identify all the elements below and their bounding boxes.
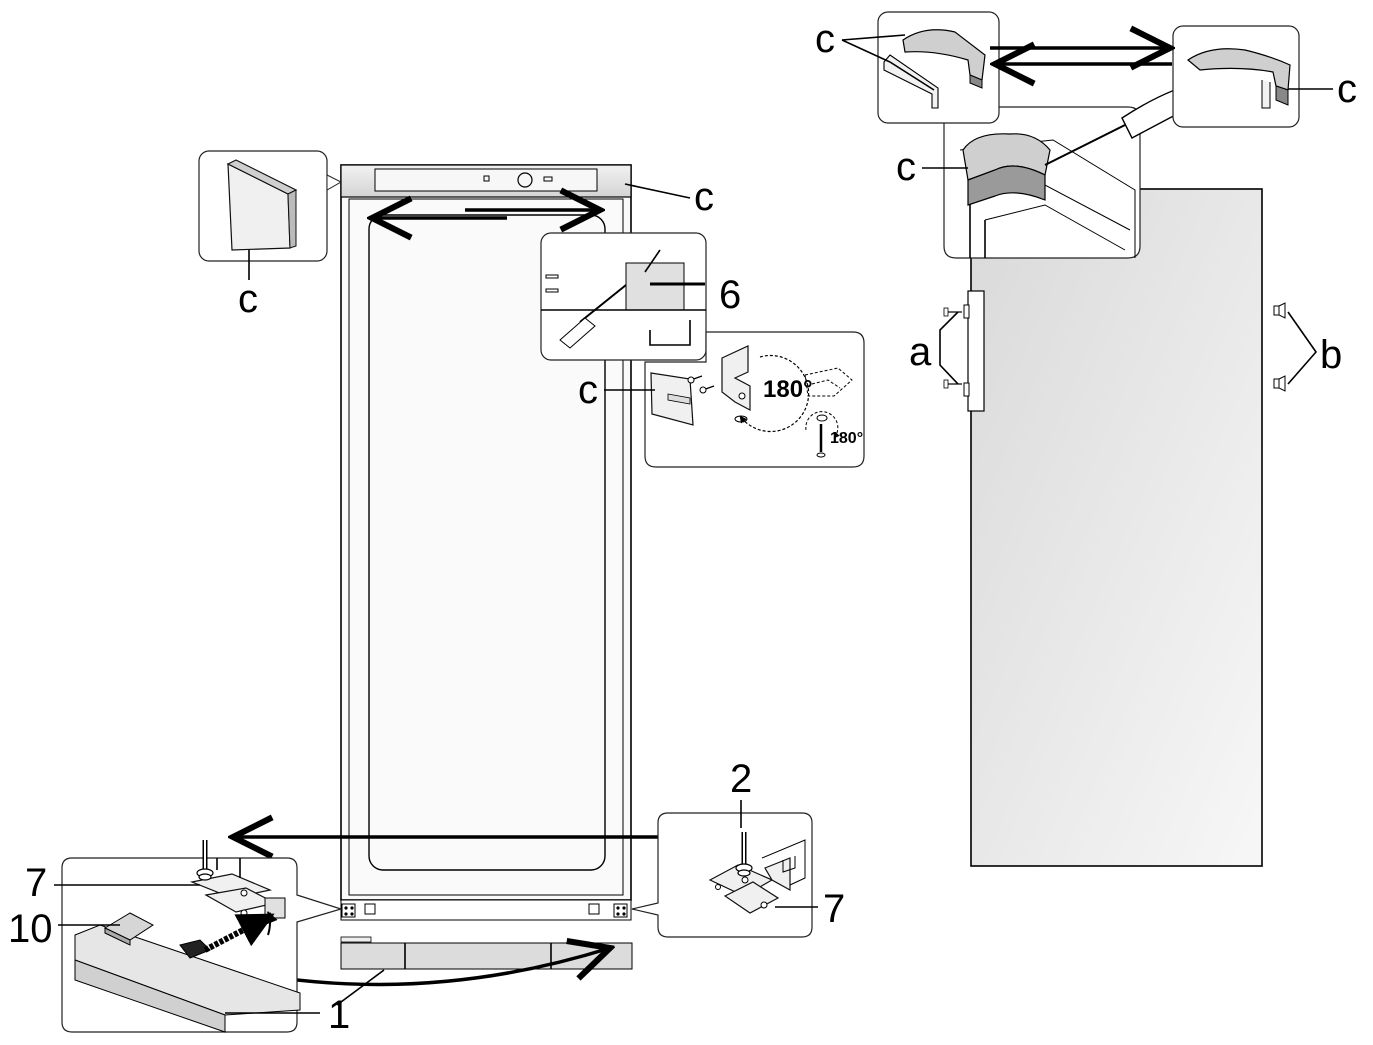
label-c-caps-pair: c bbox=[815, 17, 835, 61]
bracket-a bbox=[939, 311, 959, 385]
handle-swap-arrow bbox=[372, 210, 600, 218]
label-c-cap-right: c bbox=[1337, 67, 1357, 111]
label-c-panel: c bbox=[694, 175, 714, 219]
inset-screwdriver-panel bbox=[540, 232, 707, 361]
label-rotate-180-small: 180° bbox=[830, 430, 863, 447]
label-c-hinge-cover: c bbox=[578, 368, 598, 412]
label-c-door-cap: c bbox=[896, 145, 916, 189]
label-a: a bbox=[909, 330, 932, 374]
label-1: 1 bbox=[328, 993, 350, 1037]
inset-cap-pair-left bbox=[877, 11, 1000, 124]
label-6: 6 bbox=[719, 273, 741, 317]
label-2: 2 bbox=[730, 757, 752, 801]
label-b: b bbox=[1320, 333, 1342, 377]
cap-swap-arrows bbox=[990, 48, 1172, 64]
inset-hinge-rotation bbox=[644, 331, 865, 468]
label-10: 10 bbox=[8, 907, 53, 951]
separate-door bbox=[943, 188, 1286, 867]
inset-bottom-left-hinge bbox=[61, 840, 344, 1033]
bracket-b bbox=[1287, 311, 1318, 385]
inset-door-cap-removal bbox=[943, 81, 1210, 259]
inset-cover-cap bbox=[198, 150, 343, 280]
label-rotate-180-large: 180° bbox=[763, 376, 813, 403]
inset-cap-single-right bbox=[1172, 25, 1300, 128]
label-7-right: 7 bbox=[823, 887, 845, 931]
label-c-cap-left: c bbox=[238, 277, 258, 321]
label-7-left: 7 bbox=[25, 861, 47, 905]
inset-bottom-right-hinge bbox=[631, 812, 813, 938]
